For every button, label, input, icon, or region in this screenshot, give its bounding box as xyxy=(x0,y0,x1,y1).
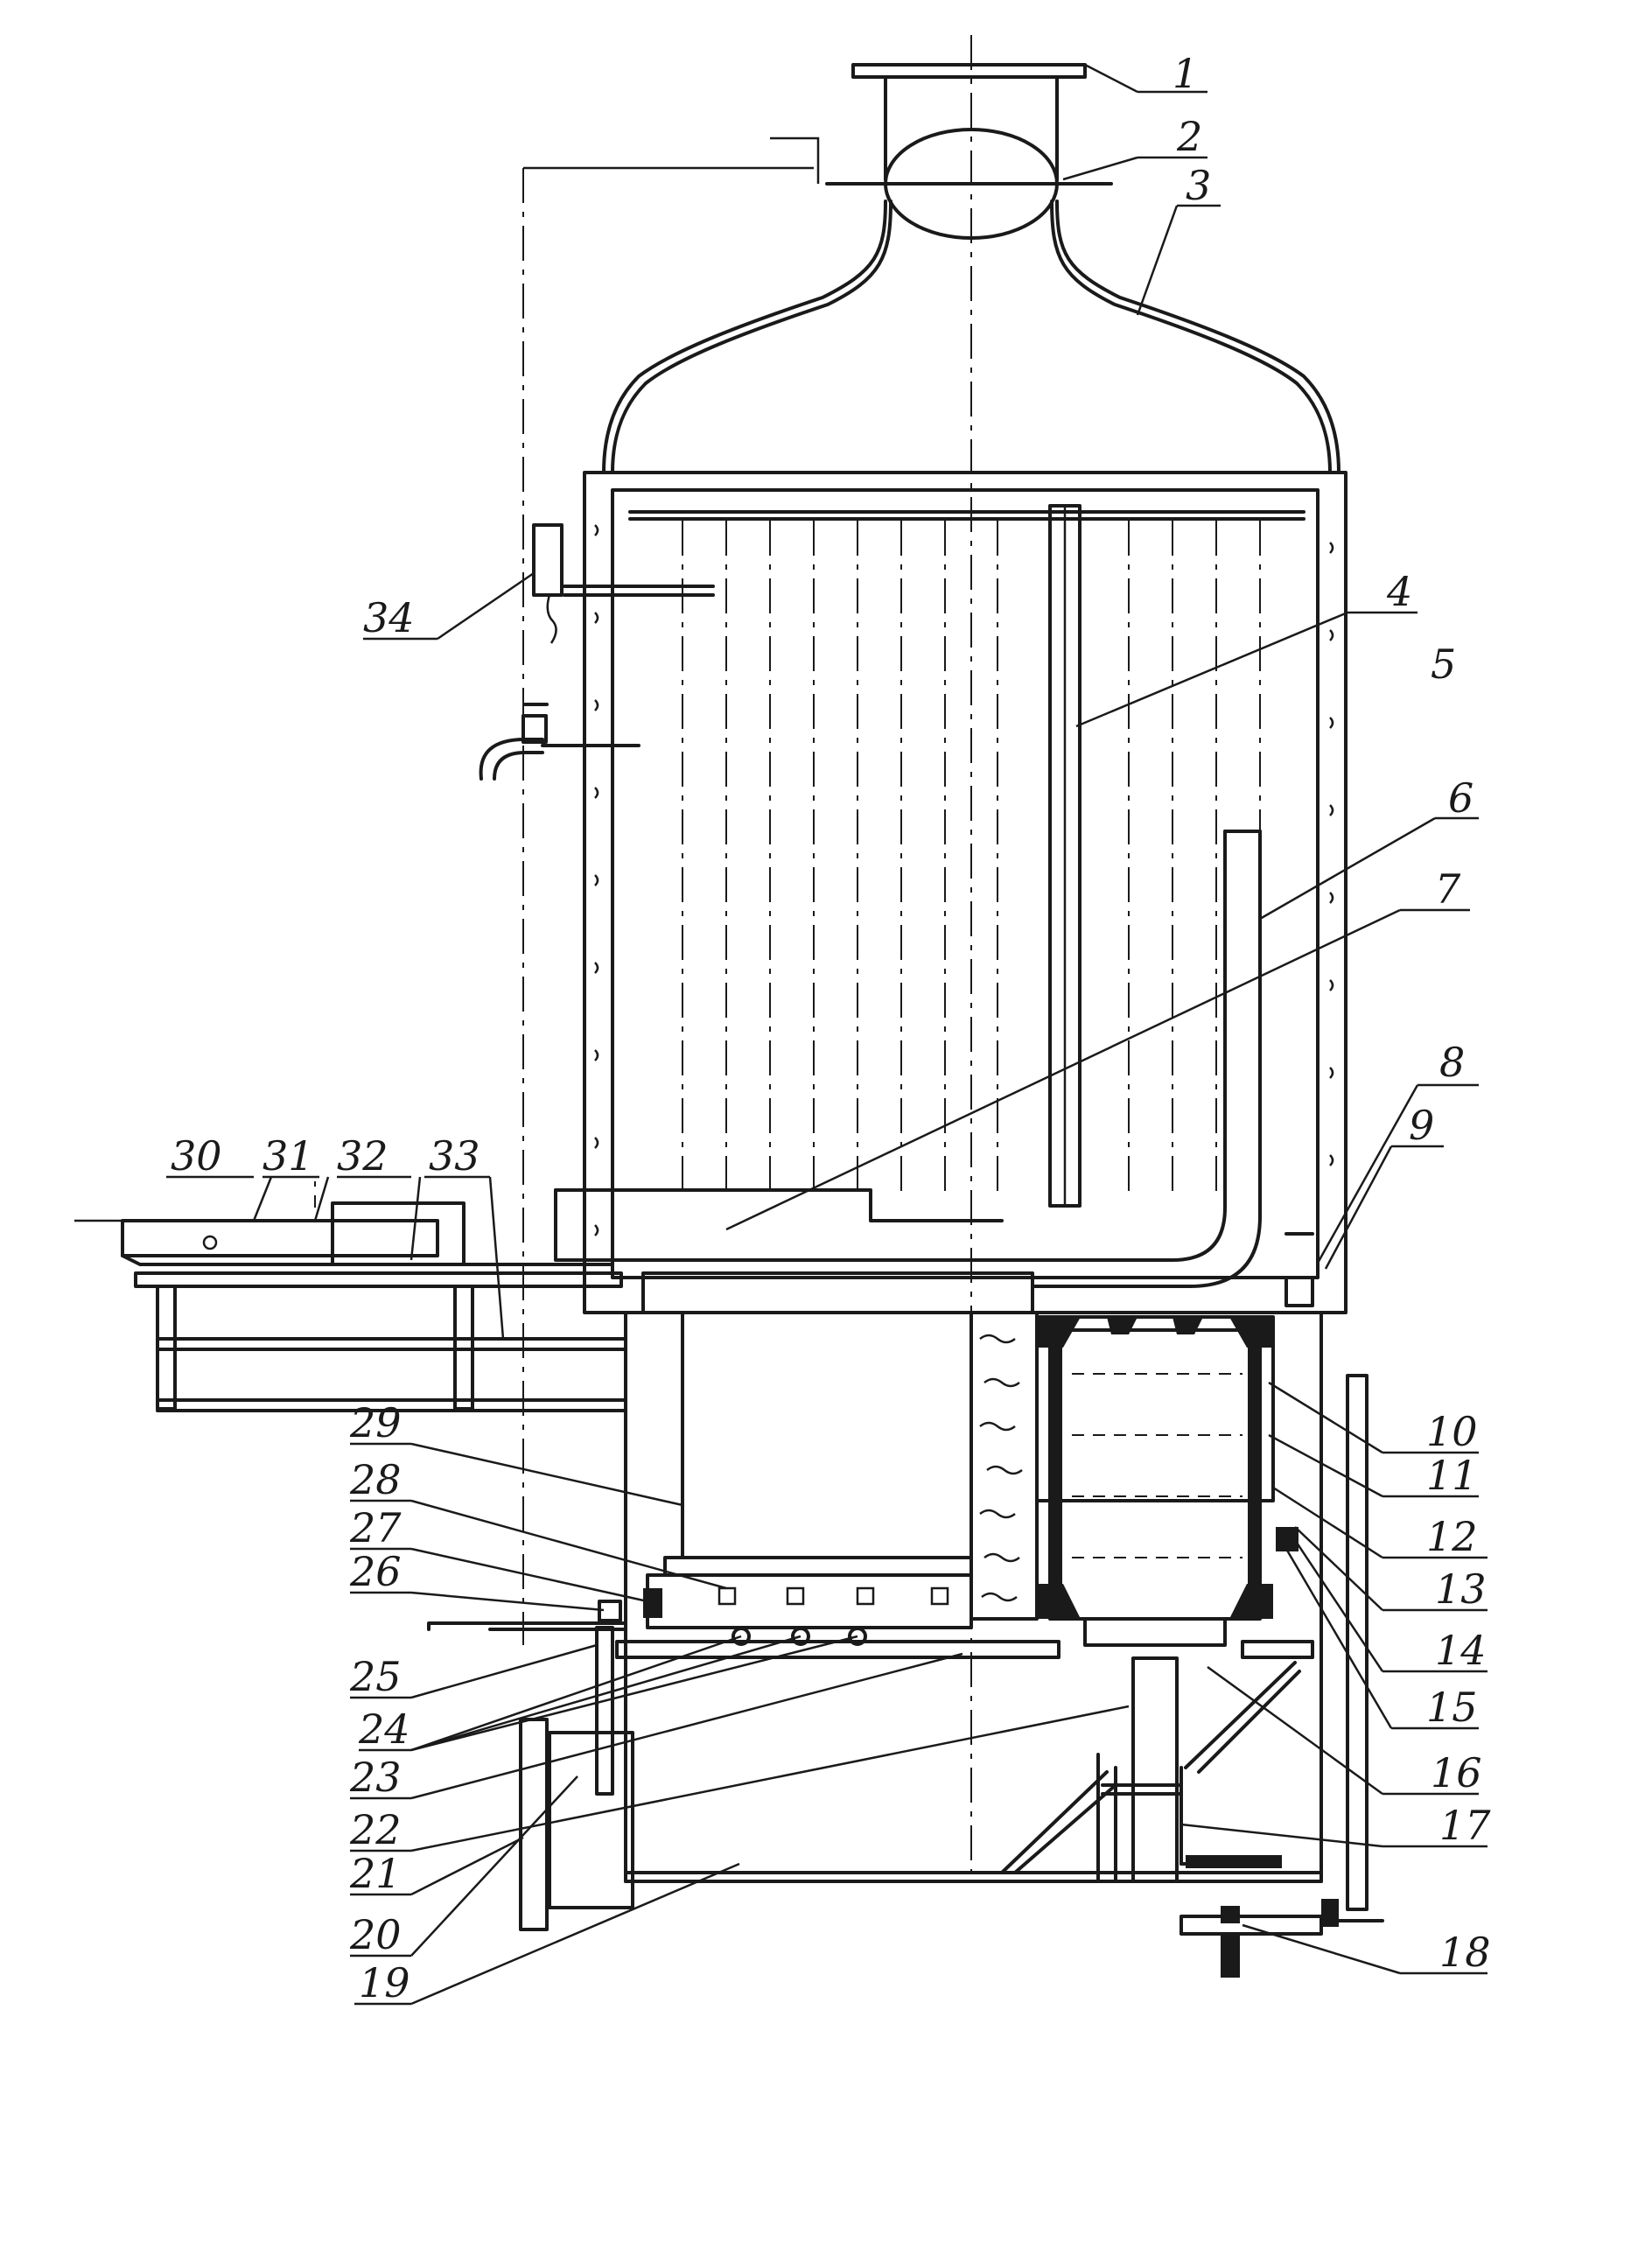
label-25: 25 xyxy=(349,1653,402,1700)
label-32: 32 xyxy=(337,1132,388,1180)
leader-lines xyxy=(166,63,1488,2006)
label-7: 7 xyxy=(1435,865,1461,913)
label-13: 13 xyxy=(1435,1565,1487,1613)
label-22: 22 xyxy=(349,1806,402,1853)
label-9: 9 xyxy=(1409,1102,1434,1149)
label-12: 12 xyxy=(1426,1513,1478,1560)
damper-valve xyxy=(523,128,1113,240)
label-10: 10 xyxy=(1426,1408,1478,1455)
label-28: 28 xyxy=(349,1456,402,1503)
water-faucet xyxy=(479,703,640,781)
label-33: 33 xyxy=(429,1132,480,1180)
elbow-pipe xyxy=(1031,830,1262,1288)
label-27: 27 xyxy=(349,1504,402,1551)
label-16: 16 xyxy=(1431,1749,1482,1796)
upper-shell xyxy=(602,200,1340,474)
label-1: 1 xyxy=(1172,50,1198,97)
label-23: 23 xyxy=(349,1754,402,1801)
label-3: 3 xyxy=(1186,162,1211,209)
label-30: 30 xyxy=(171,1132,222,1180)
label-26: 26 xyxy=(349,1548,402,1595)
label-24: 24 xyxy=(358,1705,410,1753)
label-17: 17 xyxy=(1439,1802,1491,1849)
label-2: 2 xyxy=(1176,113,1202,160)
label-20: 20 xyxy=(349,1911,402,1958)
label-6: 6 xyxy=(1448,774,1474,822)
label-4: 4 xyxy=(1386,568,1412,615)
label-21: 21 xyxy=(349,1850,402,1897)
label-5: 5 xyxy=(1431,641,1456,688)
control-box xyxy=(532,523,715,644)
label-31: 31 xyxy=(262,1132,314,1180)
label-34: 34 xyxy=(363,594,415,641)
central-pipe xyxy=(1048,504,1082,1208)
label-18: 18 xyxy=(1439,1929,1491,1976)
label-29: 29 xyxy=(349,1399,402,1446)
outlet-flange xyxy=(851,63,1087,181)
label-11: 11 xyxy=(1426,1452,1478,1499)
label-14: 14 xyxy=(1435,1627,1487,1674)
combustion-chamber xyxy=(970,1311,1298,1647)
heat-tubes xyxy=(682,521,1261,1199)
label-19: 19 xyxy=(359,1959,410,2006)
inlet-header xyxy=(554,1188,1314,1314)
callout-labels: 1 2 3 4 5 6 7 8 9 10 11 12 13 14 15 16 1… xyxy=(171,50,1491,2006)
label-8: 8 xyxy=(1439,1039,1465,1086)
water-jacket xyxy=(583,471,1348,1314)
label-15: 15 xyxy=(1426,1684,1478,1731)
side-tray xyxy=(74,1181,627,1412)
